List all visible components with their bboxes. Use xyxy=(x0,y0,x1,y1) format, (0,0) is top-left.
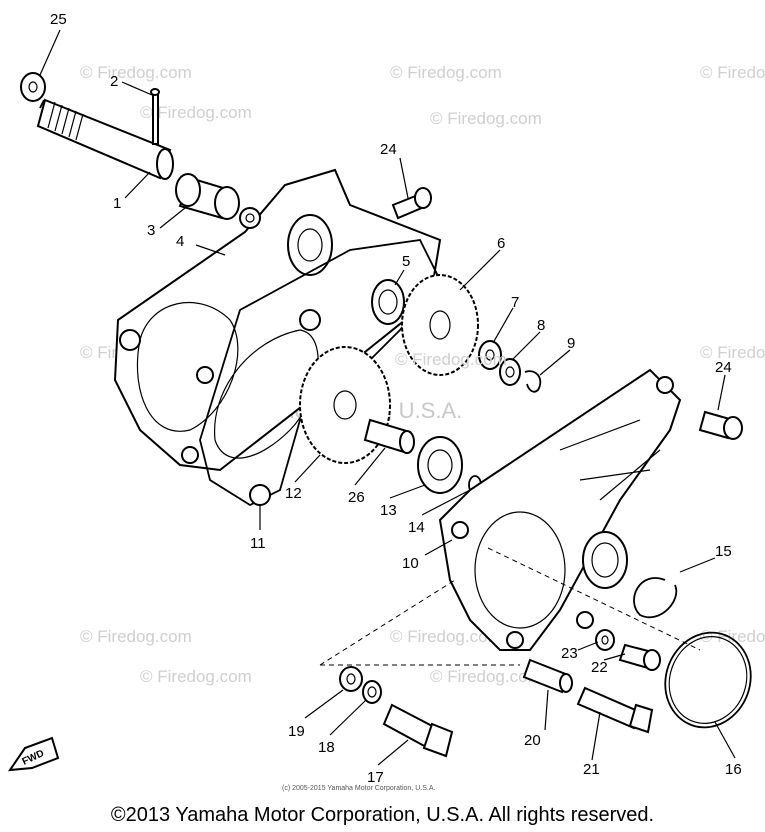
callout-26: 26 xyxy=(348,489,365,506)
parts-diagram: © Firedog.com © Firedog.com © Firedog.co… xyxy=(7,11,765,792)
watermark-site-10: © Firedog.com xyxy=(700,627,765,646)
callout-12: 12 xyxy=(285,485,302,502)
callout-21: 21 xyxy=(583,761,600,778)
watermark-site-9: © Firedog.com xyxy=(390,627,502,646)
callout-5: 5 xyxy=(402,253,410,270)
part-12-gear xyxy=(299,346,391,464)
callout-18: 18 xyxy=(318,739,335,756)
watermark-site-2: © Firedog.com xyxy=(390,63,502,82)
part-8-washer xyxy=(499,358,521,386)
part-7-washer xyxy=(478,340,502,370)
callout-4: 4 xyxy=(176,233,184,250)
watermark-site-5: © Firedog.com xyxy=(430,109,542,128)
watermark-site-8: © Firedog.com xyxy=(80,627,192,646)
watermark-site-7: © Firedog.com xyxy=(700,343,765,362)
part-25-washer xyxy=(20,72,46,102)
watermark-site-12: © Firedog.com xyxy=(430,667,542,686)
callout-15: 15 xyxy=(715,543,732,560)
watermark-site-3: © Firedog.com xyxy=(700,63,765,82)
part-1-shaft xyxy=(36,98,174,180)
part-13-bearing xyxy=(417,436,463,494)
callout-13: 13 xyxy=(380,502,397,519)
part-22-bolt xyxy=(618,643,661,671)
part-5-bearing xyxy=(371,279,405,325)
part-23-washer xyxy=(595,629,615,651)
part-24-bolt-upper xyxy=(391,187,432,220)
callout-10: 10 xyxy=(402,555,419,572)
callout-6: 6 xyxy=(497,235,505,252)
watermark-center: © Firedog.com xyxy=(395,350,507,369)
callout-19: 19 xyxy=(288,723,305,740)
part-2-pin xyxy=(150,88,160,145)
callout-24-right: 24 xyxy=(715,359,732,376)
callout-layer: 25 2 1 3 4 24 6 5 7 8 9 24 12 26 13 14 1… xyxy=(50,11,742,786)
fwd-arrow: FWD xyxy=(7,736,60,772)
part-15-circlip xyxy=(633,577,678,618)
callout-16: 16 xyxy=(725,761,742,778)
callout-22: 22 xyxy=(591,659,608,676)
small-copyright: (c) 2005-2015 Yamaha Motor Corporation, … xyxy=(282,785,435,792)
callout-25: 25 xyxy=(50,11,67,28)
callout-24-upper: 24 xyxy=(380,141,397,158)
part-20-dowel xyxy=(522,658,573,694)
callout-7: 7 xyxy=(511,294,519,311)
callout-17: 17 xyxy=(367,769,384,786)
part-6-gear xyxy=(401,274,479,376)
part-24-bolt-right xyxy=(698,410,743,440)
part-18-washer xyxy=(362,680,382,704)
callout-14: 14 xyxy=(408,519,425,536)
leader-lines xyxy=(39,29,736,766)
callout-8: 8 xyxy=(537,317,545,334)
part-4-housing xyxy=(113,168,442,472)
part-9-clip xyxy=(524,370,542,393)
watermark-site-4: © Firedog.com xyxy=(140,103,252,122)
callout-20: 20 xyxy=(524,732,541,749)
part-21-bolt xyxy=(576,686,654,734)
callout-2: 2 xyxy=(110,73,118,90)
part-3-collar xyxy=(175,173,240,220)
callout-11: 11 xyxy=(250,535,266,552)
callout-9: 9 xyxy=(567,335,575,352)
part-17-bolt xyxy=(382,703,454,758)
watermark-site-11: © Firedog.com xyxy=(140,667,252,686)
callout-3: 3 xyxy=(147,222,155,239)
part-10-cover xyxy=(438,368,682,651)
part-26-shaft xyxy=(363,418,415,454)
footer-copyright: ©2013 Yamaha Motor Corporation, U.S.A. A… xyxy=(110,804,655,826)
callout-1: 1 xyxy=(113,195,121,212)
part-19-washer xyxy=(339,666,363,692)
callout-23: 23 xyxy=(561,645,578,662)
alignment-lines xyxy=(319,547,701,666)
part-16-oring xyxy=(664,631,752,729)
watermark-site-1: © Firedog.com xyxy=(80,63,192,82)
